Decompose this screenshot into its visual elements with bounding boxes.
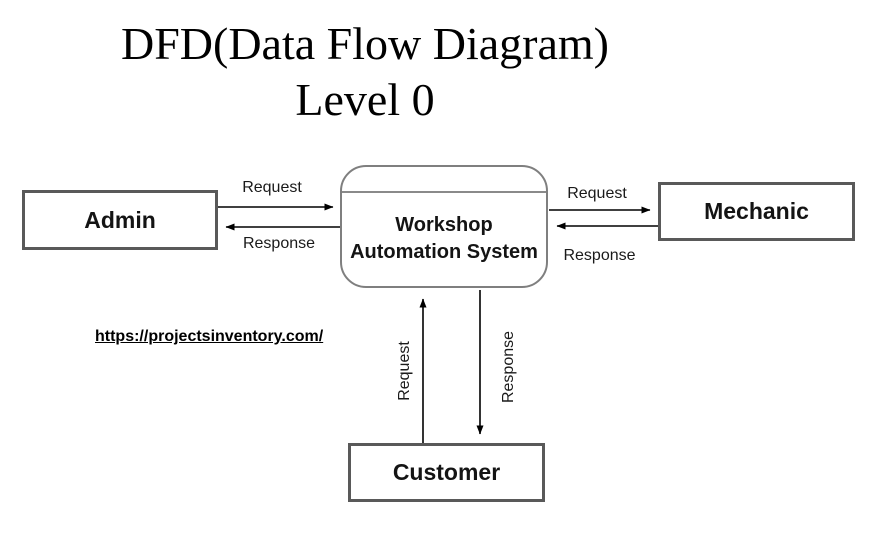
entity-customer-label: Customer xyxy=(392,459,501,485)
flow-label-mechanic-response: Response xyxy=(563,247,636,264)
entity-mechanic-label: Mechanic xyxy=(704,198,809,224)
entity-mechanic: Mechanic xyxy=(658,182,855,241)
entity-admin: Admin xyxy=(22,190,218,250)
flow-label-admin-response: Response xyxy=(242,235,316,252)
process-label: Workshop Automation System xyxy=(342,205,546,286)
title-line-1: DFD(Data Flow Diagram) xyxy=(120,18,609,69)
process-workshop-automation-system: Workshop Automation System xyxy=(340,165,548,288)
process-label-line-2: Automation System xyxy=(350,240,538,263)
projectsinventory-link[interactable]: https://projectsinventory.com/ xyxy=(95,328,324,345)
entity-admin-label: Admin xyxy=(84,206,156,233)
flow-label-customer-request: Request xyxy=(396,341,413,401)
flow-label-mechanic-request: Request xyxy=(567,185,627,202)
entity-customer: Customer xyxy=(348,443,545,502)
title-line-2: Level 0 xyxy=(295,74,435,125)
flow-label-admin-request: Request xyxy=(242,179,302,196)
flow-label-customer-response: Response xyxy=(500,330,517,404)
diagram-title: DFD(Data Flow Diagram) Level 0 xyxy=(60,16,670,128)
process-label-line-1: Workshop xyxy=(395,213,493,236)
process-header-divider xyxy=(342,191,546,193)
